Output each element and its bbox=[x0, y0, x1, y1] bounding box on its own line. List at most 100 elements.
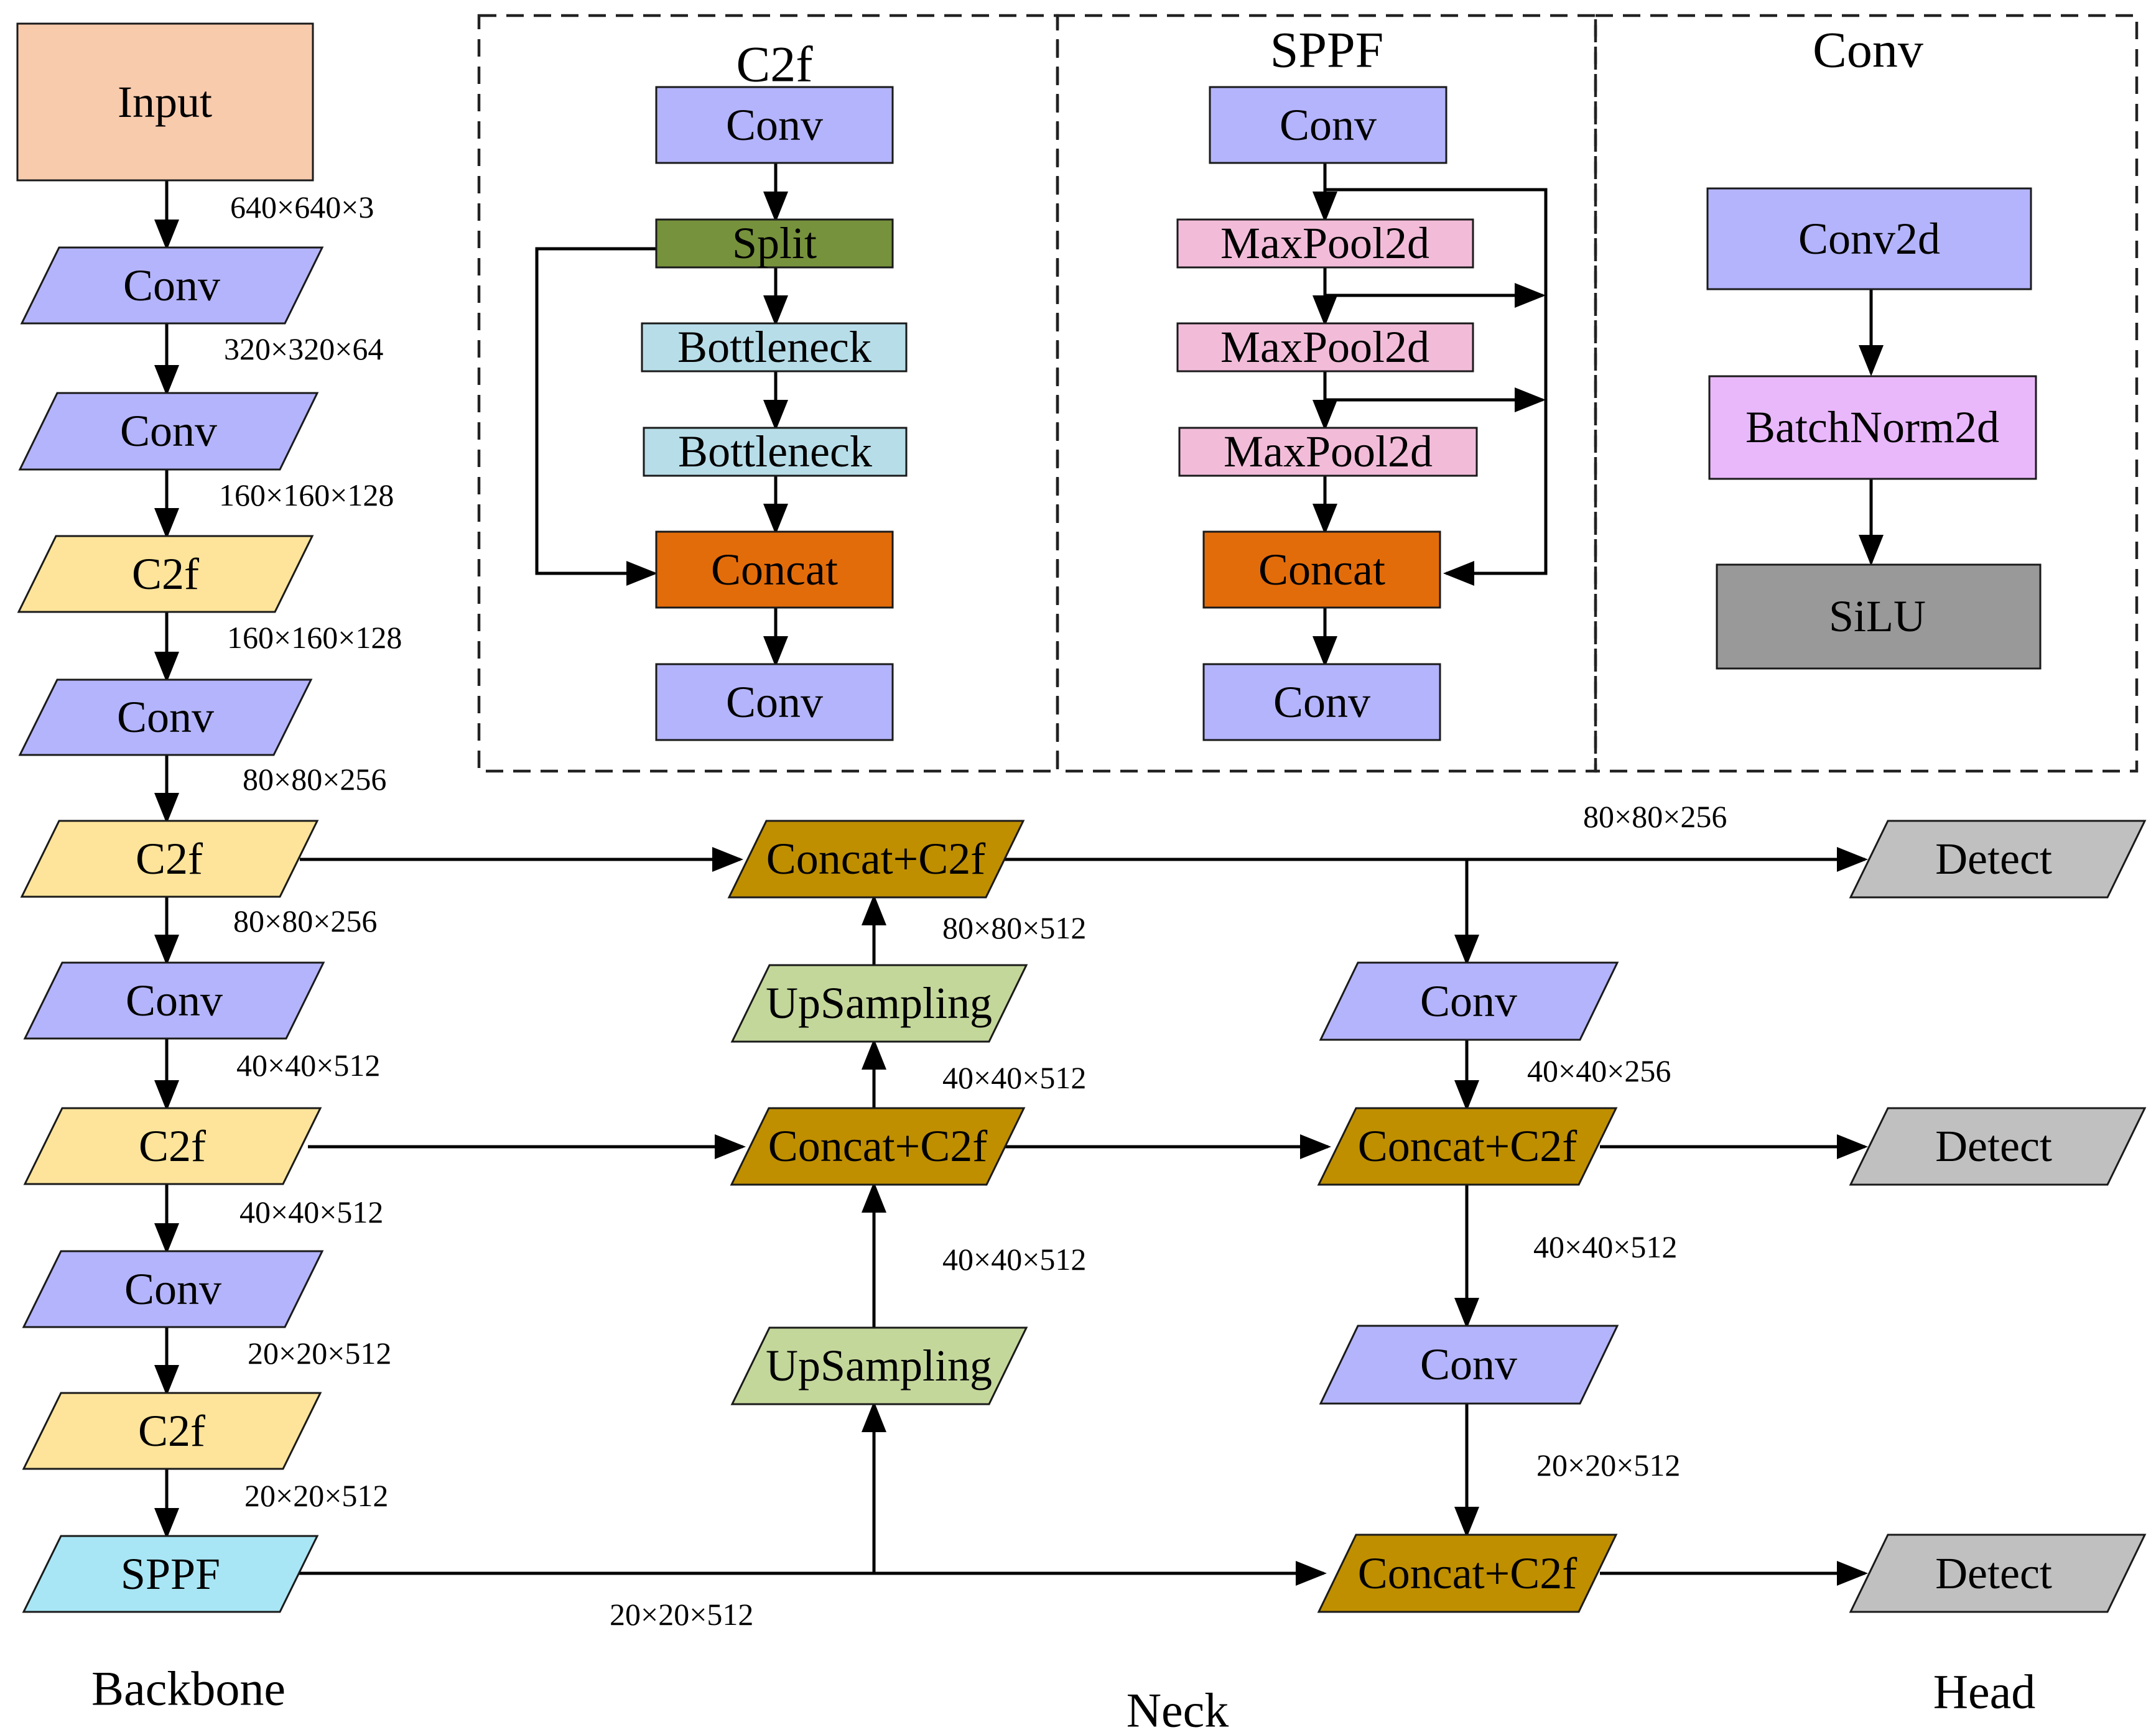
c2f-panel-conv-bottom: Conv bbox=[655, 663, 894, 741]
conv-panel-conv2d: Conv2d bbox=[1706, 187, 2032, 290]
neck-concat-c2f-1: Concat+C2f bbox=[727, 820, 1025, 899]
c2f-panel-concat: Concat bbox=[655, 530, 894, 609]
sppf-panel-maxpool-3-label: MaxPool2d bbox=[1224, 427, 1433, 476]
dim-label: 80×80×256 bbox=[243, 762, 386, 797]
section-label-backbone: Backbone bbox=[91, 1662, 286, 1716]
sppf-panel-frame bbox=[1056, 14, 1597, 773]
detail-panels bbox=[477, 14, 2139, 773]
backbone-sppf: SPPF bbox=[22, 1535, 319, 1613]
backbone-c2f-2: C2f bbox=[20, 820, 319, 898]
backbone-conv-4-label: Conv bbox=[126, 976, 223, 1025]
dim-label: 80×80×512 bbox=[942, 910, 1086, 945]
conv-panel-batchnorm2d: BatchNorm2d bbox=[1708, 375, 2037, 480]
edges bbox=[154, 163, 1884, 1586]
sppf-panel-maxpool-3: MaxPool2d bbox=[1178, 427, 1478, 477]
neck-concat-c2f-2-label: Concat+C2f bbox=[768, 1121, 988, 1171]
conv-panel-batchnorm2d-label: BatchNorm2d bbox=[1745, 402, 1999, 452]
dim-label: 40×40×512 bbox=[239, 1195, 383, 1229]
dim-label: 40×40×512 bbox=[1533, 1229, 1677, 1264]
backbone-conv-3-label: Conv bbox=[117, 692, 214, 742]
neck-conv-1-label: Conv bbox=[1420, 976, 1517, 1026]
dim-label: 40×40×512 bbox=[942, 1242, 1086, 1277]
dimension-labels: 640×640×3 320×320×64 160×160×128 160×160… bbox=[219, 190, 1727, 1632]
backbone-conv-2-label: Conv bbox=[120, 406, 217, 456]
c2f-panel-title: C2f bbox=[736, 36, 814, 93]
sppf-panel-title: SPPF bbox=[1270, 22, 1383, 78]
sppf-panel: SPPF Conv MaxPool2d MaxPool2d MaxPool2d … bbox=[1176, 22, 1478, 741]
dim-label: 40×40×512 bbox=[236, 1048, 380, 1083]
dim-label: 640×640×3 bbox=[230, 190, 374, 224]
backbone-conv-4: Conv bbox=[23, 961, 325, 1040]
detect-1: Detect bbox=[1849, 820, 2147, 899]
conv-panel-frame bbox=[1594, 14, 2139, 773]
backbone-c2f-4-label: C2f bbox=[138, 1406, 205, 1456]
neck-conv-2: Conv bbox=[1319, 1325, 1619, 1405]
neck-upsampling-1: UpSampling bbox=[730, 964, 1028, 1043]
input-label: Input bbox=[118, 77, 212, 127]
backbone-c2f-2-label: C2f bbox=[136, 834, 203, 884]
sppf-panel-maxpool-1: MaxPool2d bbox=[1176, 218, 1474, 269]
sppf-panel-maxpool-2-label: MaxPool2d bbox=[1220, 322, 1429, 372]
detect-1-label: Detect bbox=[1935, 834, 2052, 884]
neck-upsampling-1-label: UpSampling bbox=[766, 978, 992, 1028]
sppf-panel-concat: Concat bbox=[1202, 530, 1441, 609]
dim-label: 20×20×512 bbox=[248, 1336, 391, 1371]
sppf-panel-concat-label: Concat bbox=[1258, 545, 1385, 595]
neck-concat-c2f-3-label: Concat+C2f bbox=[1358, 1121, 1578, 1171]
neck-upsampling-2: UpSampling bbox=[730, 1326, 1028, 1405]
backbone-conv-1-label: Conv bbox=[123, 261, 220, 310]
c2f-panel-bottleneck-2: Bottleneck bbox=[643, 427, 908, 477]
backbone-conv-5: Conv bbox=[22, 1250, 324, 1328]
section-labels: Backbone Neck Head bbox=[91, 1662, 2035, 1735]
neck-concat-c2f-4: Concat+C2f bbox=[1317, 1534, 1618, 1613]
sppf-panel-conv-bottom: Conv bbox=[1202, 663, 1441, 741]
dim-label: 160×160×128 bbox=[227, 620, 402, 655]
c2f-panel-concat-label: Concat bbox=[711, 545, 838, 595]
neck-nodes: Concat+C2f UpSampling Concat+C2f UpSampl… bbox=[727, 820, 1619, 1613]
backbone-c2f-4: C2f bbox=[22, 1392, 322, 1470]
neck-conv-1: Conv bbox=[1319, 961, 1619, 1041]
dim-label: 40×40×256 bbox=[1527, 1053, 1671, 1088]
dim-label: 20×20×512 bbox=[1536, 1448, 1680, 1483]
detect-3-label: Detect bbox=[1935, 1548, 2052, 1598]
neck-concat-c2f-1-label: Concat+C2f bbox=[766, 834, 986, 884]
conv-panel-conv2d-label: Conv2d bbox=[1798, 214, 1940, 264]
c2f-panel-conv-top-label: Conv bbox=[726, 100, 823, 150]
conv-panel-silu-label: SiLU bbox=[1829, 591, 1926, 641]
c2f-panel-bottleneck-1-label: Bottleneck bbox=[677, 322, 871, 372]
backbone-conv-5-label: Conv bbox=[124, 1264, 221, 1314]
backbone-conv-3: Conv bbox=[18, 678, 313, 756]
neck-concat-c2f-3: Concat+C2f bbox=[1317, 1107, 1618, 1186]
detect-2-label: Detect bbox=[1935, 1121, 2052, 1171]
section-label-head: Head bbox=[1933, 1665, 2036, 1719]
c2f-panel-conv-top: Conv bbox=[655, 86, 894, 164]
dim-label: 80×80×256 bbox=[233, 904, 377, 938]
edge-c2f-panel-split-bypass bbox=[535, 247, 657, 586]
dim-label: 20×20×512 bbox=[244, 1478, 388, 1513]
sppf-panel-conv-bottom-label: Conv bbox=[1273, 677, 1370, 727]
c2f-panel-frame bbox=[477, 14, 1059, 773]
conv-panel: Conv Conv2d BatchNorm2d SiLU bbox=[1706, 22, 2042, 670]
dim-label: 20×20×512 bbox=[610, 1597, 753, 1632]
backbone-conv-2: Conv bbox=[18, 392, 319, 471]
c2f-panel-bottleneck-1: Bottleneck bbox=[641, 322, 908, 372]
backbone-sppf-label: SPPF bbox=[121, 1549, 220, 1599]
dim-label: 80×80×256 bbox=[1583, 799, 1727, 834]
neck-concat-c2f-2: Concat+C2f bbox=[730, 1107, 1026, 1186]
sppf-panel-conv-top: Conv bbox=[1209, 86, 1447, 164]
backbone-conv-1: Conv bbox=[20, 246, 324, 325]
conv-panel-title: Conv bbox=[1813, 22, 1923, 78]
edge-sppf-panel-bypass-concat bbox=[1325, 188, 1548, 586]
dim-label: 320×320×64 bbox=[224, 331, 383, 366]
c2f-panel-bottleneck-2-label: Bottleneck bbox=[678, 427, 872, 476]
c2f-panel-split: Split bbox=[655, 218, 894, 269]
dim-label: 40×40×512 bbox=[942, 1060, 1086, 1095]
sppf-panel-maxpool-1-label: MaxPool2d bbox=[1220, 218, 1429, 268]
detect-3: Detect bbox=[1849, 1534, 2147, 1613]
backbone-c2f-3: C2f bbox=[23, 1107, 322, 1185]
neck-concat-c2f-4-label: Concat+C2f bbox=[1358, 1548, 1578, 1598]
dim-label: 160×160×128 bbox=[219, 478, 394, 512]
neck-conv-2-label: Conv bbox=[1420, 1339, 1517, 1389]
head-nodes: Detect Detect Detect bbox=[1849, 820, 2147, 1613]
